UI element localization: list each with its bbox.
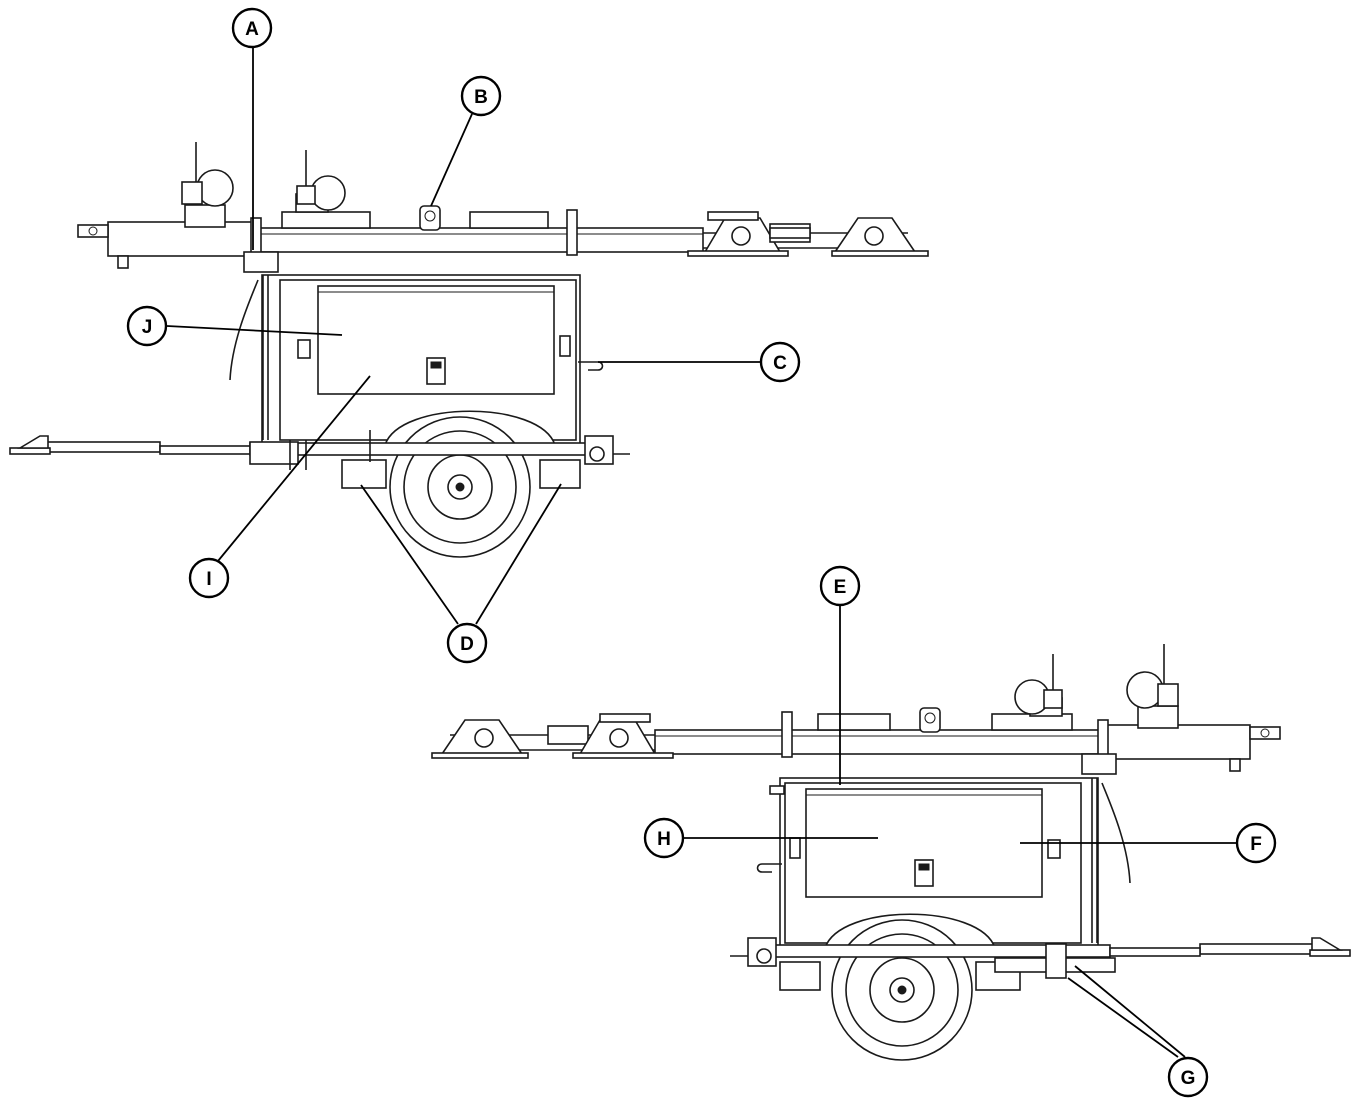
trailer-view-right-side xyxy=(431,644,1351,1061)
callout-d: D xyxy=(446,622,488,664)
callout-f: F xyxy=(1235,822,1277,864)
callout-e-label: E xyxy=(834,577,847,598)
callout-c-label: C xyxy=(773,353,787,374)
callout-e: E xyxy=(819,565,861,607)
callout-h: H xyxy=(643,817,685,859)
callout-f-label: F xyxy=(1250,834,1262,855)
callout-i: I xyxy=(188,557,230,599)
callout-c: C xyxy=(759,341,801,383)
callout-a: A xyxy=(231,7,273,49)
callout-i-label: I xyxy=(206,569,211,590)
callout-h-label: H xyxy=(657,829,671,850)
callout-d-label: D xyxy=(460,634,474,655)
callout-j: J xyxy=(126,305,168,347)
callout-g-label: G xyxy=(1181,1068,1196,1089)
callout-g: G xyxy=(1167,1056,1209,1098)
callout-b: B xyxy=(460,75,502,117)
callout-leaders xyxy=(166,43,1237,1058)
callout-j-label: J xyxy=(142,317,153,338)
trailer-view-left-side xyxy=(9,142,929,558)
callout-b-label: B xyxy=(474,87,488,108)
callout-a-label: A xyxy=(245,19,259,40)
